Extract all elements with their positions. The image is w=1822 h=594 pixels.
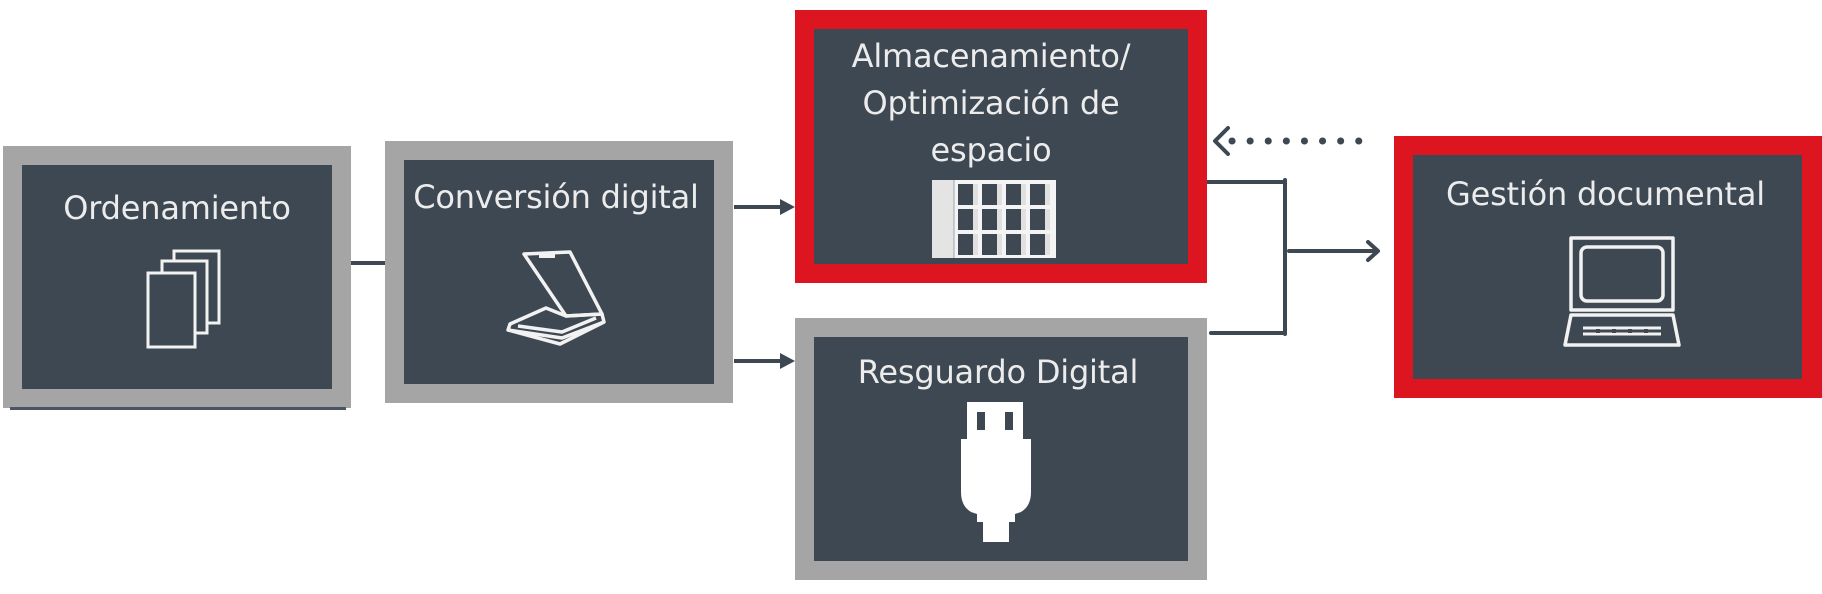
node-ordenamiento-underline bbox=[10, 407, 346, 410]
node-gestion-body: Gestión documental bbox=[1413, 155, 1802, 379]
node-resguardo-body: Resguardo Digital bbox=[814, 337, 1188, 561]
flatbed-scanner-icon bbox=[506, 250, 606, 346]
arrow-conversion-resguardo bbox=[734, 353, 795, 369]
shelving-icon bbox=[932, 180, 1056, 258]
laptop-icon bbox=[1563, 236, 1681, 347]
node-conversion-body: Conversión digital bbox=[404, 160, 714, 384]
node-resguardo-digital: Resguardo Digital bbox=[795, 318, 1207, 580]
node-almacenamiento-body: Almacenamiento/ Optimización de espacio bbox=[814, 29, 1188, 264]
node-label-line-2: Optimización de bbox=[862, 84, 1120, 122]
node-label-line-3: espacio bbox=[930, 131, 1052, 169]
dotted-arrow-gestion-almacenamiento bbox=[1213, 126, 1380, 156]
usb-plug-icon bbox=[961, 402, 1031, 542]
node-label: Resguardo Digital bbox=[857, 353, 1139, 391]
bracket-to-gestion bbox=[1206, 178, 1380, 336]
node-ordenamiento: Ordenamiento bbox=[3, 146, 351, 408]
node-label-line-1: Almacenamiento/ bbox=[851, 37, 1131, 75]
node-almacenamiento: Almacenamiento/ Optimización de espacio bbox=[795, 10, 1207, 283]
node-gestion-documental: Gestión documental bbox=[1394, 136, 1822, 398]
node-ordenamiento-body: Ordenamiento bbox=[22, 165, 332, 389]
node-label: Conversión digital bbox=[413, 178, 699, 216]
node-label: Gestión documental bbox=[1446, 175, 1765, 213]
arrow-conversion-almacenamiento bbox=[734, 199, 795, 215]
node-conversion-digital: Conversión digital bbox=[385, 141, 733, 403]
node-label: Ordenamiento bbox=[63, 189, 291, 227]
documents-stack-icon bbox=[146, 249, 221, 349]
